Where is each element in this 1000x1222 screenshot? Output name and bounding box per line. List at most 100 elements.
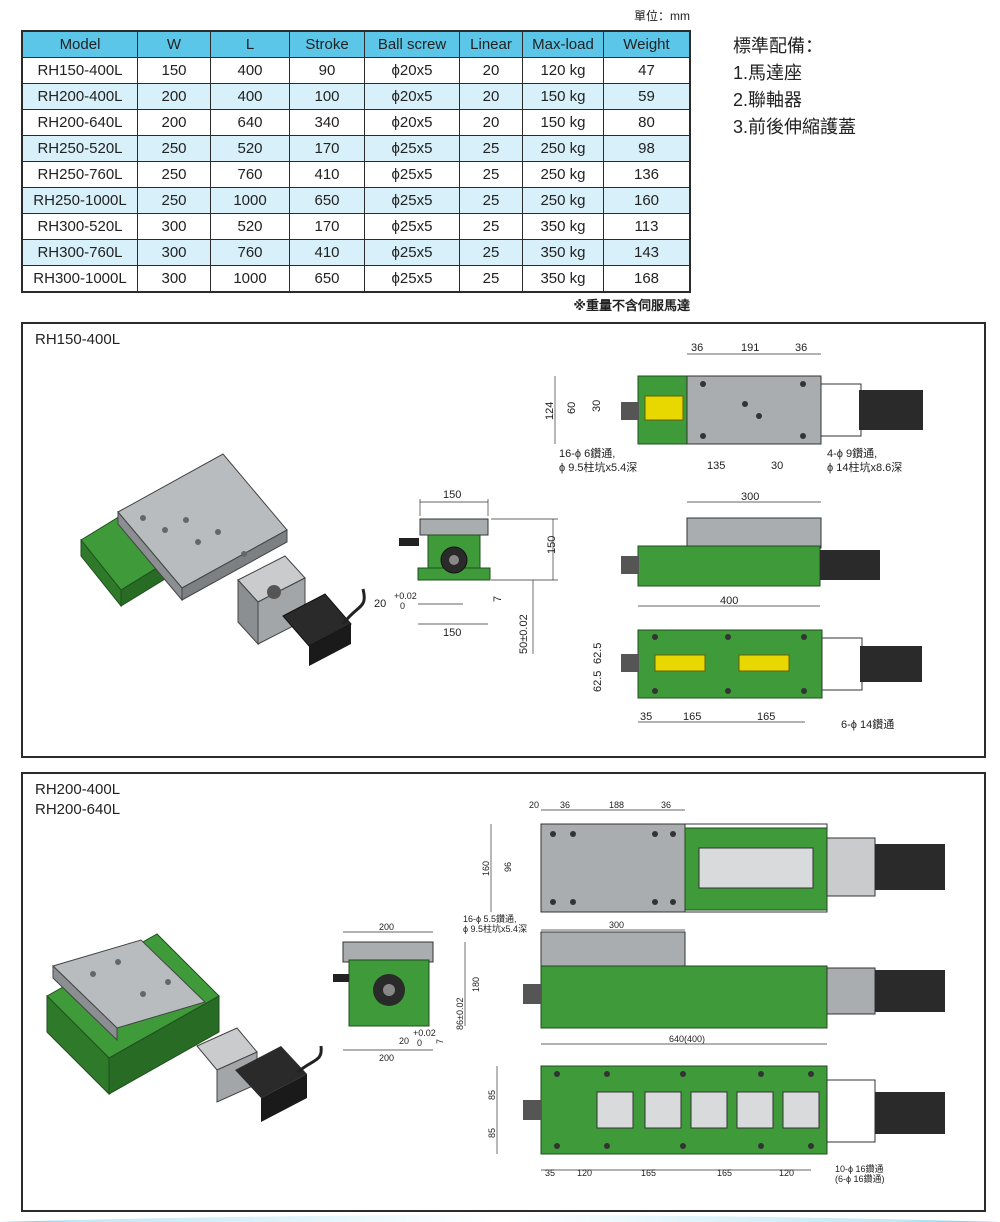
spec-table: Model W L Stroke Ball screw Linear Max-l…: [21, 30, 691, 293]
table-cell: 650: [289, 187, 365, 214]
dim-label: 6-ϕ 14鑽通: [841, 717, 894, 731]
dim-label: 165: [757, 711, 775, 723]
table-cell: 20: [459, 83, 523, 110]
dim-label: 96: [503, 862, 513, 872]
dim-label: 85: [487, 1128, 497, 1138]
table-cell: 410: [289, 161, 365, 188]
dim-label: 36: [691, 342, 703, 354]
rh150-drawings: 150 150 20 +0.02 0 7 150 50±0.02: [80, 342, 923, 731]
table-cell: 1000: [210, 187, 290, 214]
dim-label: 188: [609, 800, 624, 810]
dim-label: 16-ϕ 6鑽通,: [559, 446, 615, 460]
table-cell: 25: [459, 187, 523, 214]
dim-label: (6-ϕ 16鑽通): [835, 1173, 885, 1184]
table-cell: 300: [137, 265, 211, 293]
panel-title: RH200-400L: [35, 781, 121, 798]
table-cell: 59: [603, 83, 691, 110]
table-cell: 250: [137, 135, 211, 162]
standard-title: 標準配備：: [733, 36, 823, 56]
panel-title: RH200-640L: [35, 801, 121, 818]
front-view: 150 150 20 +0.02 0 7 150 50±0.02: [374, 489, 558, 654]
standard-equipment: 標準配備： 1.馬達座 2.聯軸器 3.前後伸縮護蓋: [733, 33, 856, 141]
col-header: Max-load: [522, 30, 604, 58]
table-cell: ϕ25x5: [364, 187, 460, 214]
dim-label: 20: [399, 1036, 409, 1046]
table-cell: 168: [603, 265, 691, 293]
table-cell: 250: [137, 161, 211, 188]
table-cell: RH200-400L: [21, 83, 138, 110]
table-cell: 25: [459, 265, 523, 293]
table-cell: 760: [210, 161, 290, 188]
table-cell: 1000: [210, 265, 290, 293]
table-cell: 170: [289, 135, 365, 162]
dim-label: 165: [683, 711, 701, 723]
dim-label: 30: [771, 460, 783, 472]
dim-label: 60: [566, 402, 578, 414]
standard-item: 3.前後伸縮護蓋: [733, 117, 857, 137]
dim-label: 160: [481, 861, 491, 876]
col-header: W: [137, 30, 211, 58]
bottom-view: 62.5 62.5 35 165 165 6-ϕ 14鑽通: [592, 629, 922, 731]
table-cell: RH300-1000L: [21, 265, 138, 293]
dim-label: 86±0.02: [455, 998, 465, 1030]
table-cell: 760: [210, 239, 290, 266]
table-cell: 300: [137, 239, 211, 266]
table-cell: 250: [137, 187, 211, 214]
dim-label: 165: [717, 1168, 732, 1178]
table-cell: 25: [459, 135, 523, 162]
table-header-row: Model W L Stroke Ball screw Linear Max-l…: [21, 30, 691, 58]
table-cell: RH200-640L: [21, 109, 138, 136]
table-cell: 20: [459, 57, 523, 84]
dim-label: 35: [545, 1168, 555, 1178]
rh200-drawings: 200 180 86±0.02 20 +0.02 0 7 200 20 36: [46, 800, 945, 1184]
dim-label: 36: [560, 800, 570, 810]
table-cell: RH250-1000L: [21, 187, 138, 214]
table-cell: 400: [210, 83, 290, 110]
col-header: L: [210, 30, 290, 58]
table-cell: 200: [137, 109, 211, 136]
dim-label: 135: [707, 460, 725, 472]
table-cell: 400: [210, 57, 290, 84]
table-cell: RH250-760L: [21, 161, 138, 188]
table-cell: 340: [289, 109, 365, 136]
dim-label: 640(400): [669, 1034, 705, 1044]
table-cell: 350 kg: [522, 239, 604, 266]
top-view: 20 36 188 36 160 96 16-ϕ 5.5鑽通, ϕ 9.5柱坑x…: [463, 800, 945, 934]
table-cell: 113: [603, 213, 691, 240]
dim-label: 200: [379, 1053, 394, 1063]
table-cell: 350 kg: [522, 265, 604, 293]
dim-label: ϕ 9.5柱坑x5.4深: [559, 460, 637, 474]
table-cell: 250 kg: [522, 187, 604, 214]
table-cell: 25: [459, 213, 523, 240]
table-cell: RH250-520L: [21, 135, 138, 162]
dim-label: 30: [591, 400, 603, 412]
table-cell: 25: [459, 161, 523, 188]
table-cell: 80: [603, 109, 691, 136]
dim-label: 62.5: [592, 643, 604, 664]
dim-label: 36: [795, 342, 807, 354]
isometric-view: [46, 933, 323, 1122]
dim-label: 400: [720, 595, 738, 607]
col-header: Model: [21, 30, 138, 58]
dim-label: 120: [577, 1168, 592, 1178]
dim-label: 16-ϕ 5.5鑽通,: [463, 913, 517, 924]
dim-label: +0.02: [413, 1028, 436, 1038]
table-cell: 136: [603, 161, 691, 188]
standard-item: 1.馬達座: [733, 63, 803, 83]
table-cell: ϕ20x5: [364, 83, 460, 110]
unit-note: 單位：mm: [634, 9, 690, 23]
table-cell: 160: [603, 187, 691, 214]
table-cell: 20: [459, 109, 523, 136]
table-cell: 100: [289, 83, 365, 110]
table-cell: 150: [137, 57, 211, 84]
dim-label: 150: [443, 489, 461, 501]
table-cell: ϕ20x5: [364, 57, 460, 84]
